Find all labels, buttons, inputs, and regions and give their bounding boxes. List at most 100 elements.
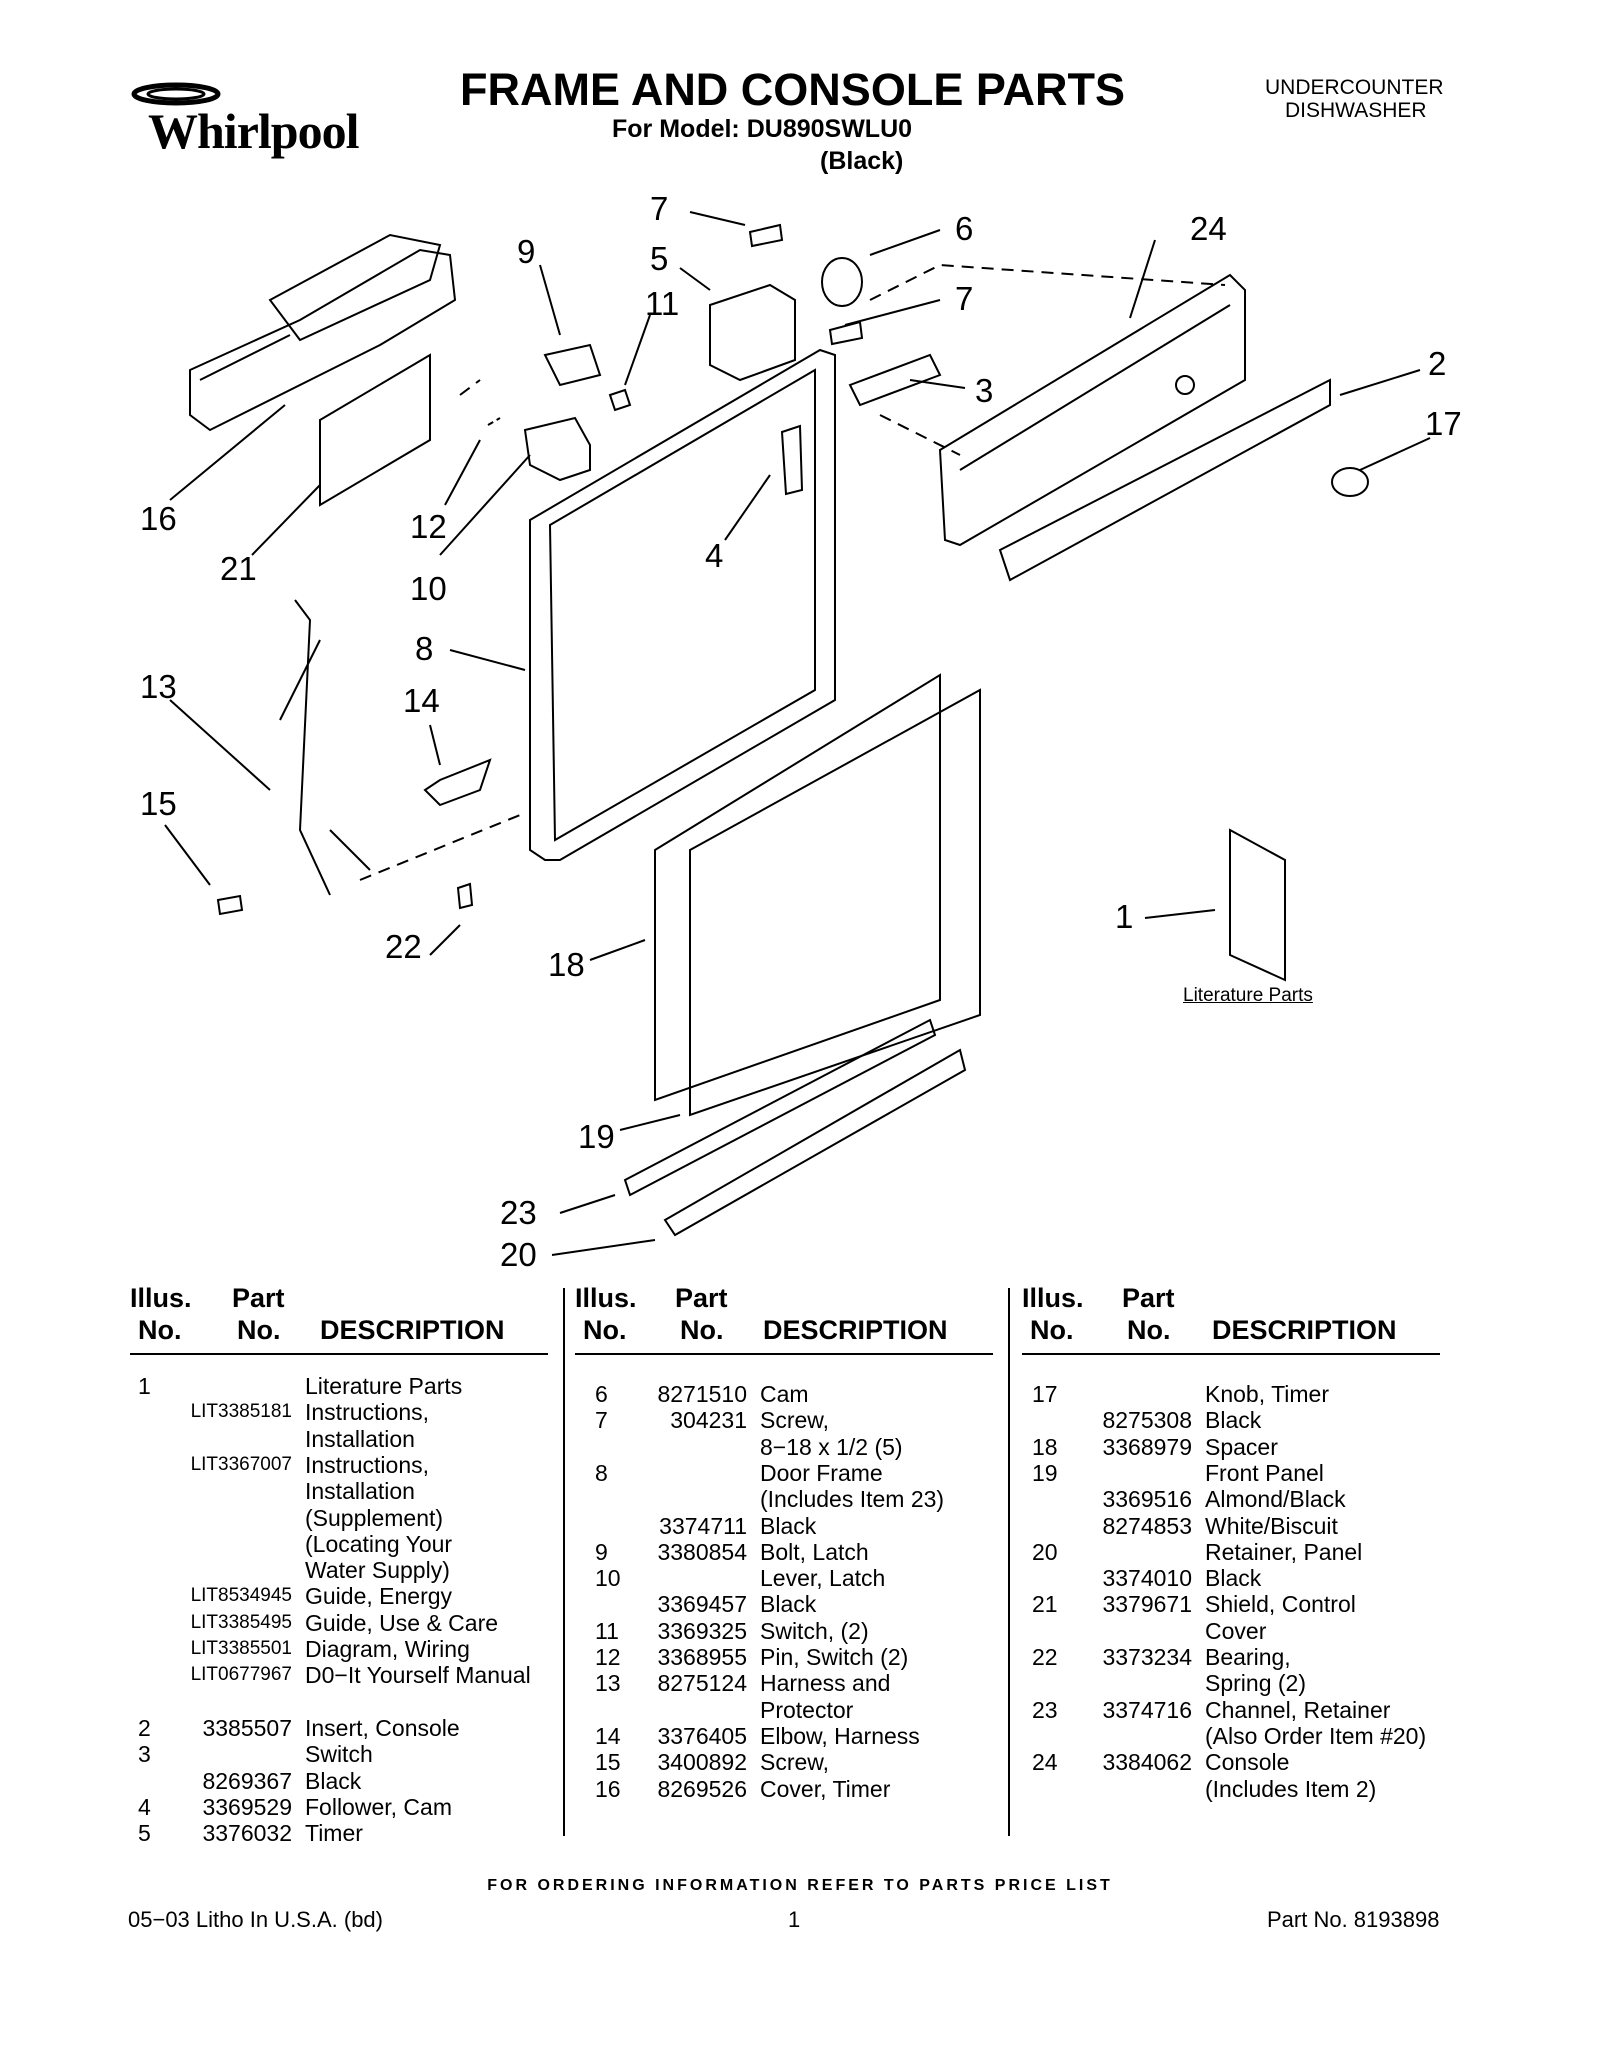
switch-pin-part	[487, 417, 501, 426]
row-illus-no: 19	[1032, 1459, 1058, 1486]
row-part-no: 8269367	[202, 1767, 292, 1794]
callout-7a: 7	[650, 190, 669, 227]
row-description: White/Biscuit	[1205, 1512, 1338, 1539]
callout-7b: 7	[955, 280, 974, 317]
header-rule	[575, 1353, 993, 1355]
row-illus-no: 7	[595, 1407, 608, 1434]
latch-bolt-part	[543, 343, 602, 387]
row-description: Switch, (2)	[760, 1617, 869, 1644]
callout-18: 18	[548, 946, 585, 983]
cam-follower-part	[780, 424, 804, 496]
front-panel-part	[689, 688, 981, 1117]
row-description: (Supplement)	[305, 1504, 444, 1531]
row-illus-no: 21	[1032, 1591, 1058, 1618]
row-part-no: 3374716	[1102, 1696, 1192, 1723]
row-description: Follower, Cam	[305, 1793, 452, 1820]
console-insert-part	[998, 378, 1331, 582]
header-part-label: Part	[232, 1283, 285, 1313]
row-description: Knob, Timer	[1205, 1381, 1329, 1407]
row-illus-no: 1	[138, 1373, 151, 1399]
row-part-no: 3376032	[202, 1820, 292, 1847]
callout-11: 11	[645, 285, 680, 322]
row-description: Retainer, Panel	[1205, 1538, 1363, 1565]
row-part-no: 3368955	[657, 1644, 747, 1670]
literature-booklet-part	[1229, 828, 1286, 982]
row-description: Front Panel	[1205, 1459, 1324, 1486]
row-description: Black	[760, 1512, 817, 1539]
row-description: Harness and	[760, 1670, 891, 1697]
row-illus-no: 20	[1032, 1538, 1058, 1565]
row-description: Water Supply)	[305, 1557, 450, 1584]
brand-name: Whirlpool	[148, 103, 359, 159]
callout-21: 21	[220, 550, 257, 587]
header-part-label: Part	[675, 1283, 728, 1313]
row-illus-no: 3	[138, 1741, 151, 1768]
row-description: Installation	[305, 1478, 415, 1505]
callout-13: 13	[140, 668, 177, 705]
row-description: Cover	[1205, 1617, 1267, 1644]
row-part-no: LIT3385181	[190, 1401, 292, 1423]
row-part-no: 3368979	[1102, 1433, 1192, 1460]
row-description: D0−It Yourself Manual	[305, 1662, 531, 1689]
row-description: Instructions,	[305, 1451, 429, 1478]
row-description: Diagram, Wiring	[305, 1636, 470, 1662]
wiring-harness-part	[279, 599, 371, 896]
row-description: Guide, Energy	[305, 1583, 453, 1610]
header-description: DESCRIPTION	[1212, 1315, 1397, 1345]
cam-part	[821, 257, 863, 307]
retainer-channel-part	[623, 1018, 937, 1197]
row-part-no: 8271510	[657, 1381, 747, 1407]
part-number: Part No. 8193898	[1267, 1907, 1440, 1932]
header-part-no: No.	[680, 1315, 724, 1345]
row-illus-no: 18	[1032, 1433, 1058, 1460]
row-part-no: 3376405	[657, 1722, 747, 1749]
row-illus-no: 11	[595, 1617, 619, 1644]
header-part-no: No.	[237, 1315, 281, 1345]
row-illus-no: 2	[138, 1714, 151, 1741]
callout-12: 12	[410, 508, 447, 545]
spacer-part	[654, 673, 941, 1102]
row-description: Bolt, Latch	[760, 1538, 869, 1565]
callout-23: 23	[500, 1194, 537, 1231]
row-description: Cam	[760, 1381, 809, 1407]
callout-16: 16	[140, 500, 177, 537]
row-description: Spacer	[1205, 1433, 1278, 1460]
row-illus-no: 9	[595, 1538, 608, 1565]
header-rule	[130, 1353, 548, 1355]
callout-5: 5	[650, 240, 669, 277]
row-description: (Includes Item 2)	[1205, 1775, 1377, 1802]
row-description: Black	[305, 1767, 362, 1794]
row-description: Guide, Use & Care	[305, 1609, 499, 1636]
callout-15: 15	[140, 785, 177, 822]
callout-6: 6	[955, 210, 974, 247]
row-description: Screw,	[760, 1407, 830, 1434]
row-description: Literature Parts	[305, 1373, 463, 1399]
header-description: DESCRIPTION	[320, 1315, 505, 1345]
litho-info: 05−03 Litho In U.S.A. (bd)	[128, 1907, 383, 1932]
row-illus-no: 10	[595, 1565, 621, 1592]
page-number: 1	[788, 1907, 801, 1932]
row-part-no: LIT8534945	[190, 1585, 292, 1607]
shield-part	[319, 353, 431, 507]
row-description: Insert, Console	[305, 1714, 460, 1741]
timer-part	[709, 283, 796, 382]
row-part-no: 3379671	[1102, 1591, 1192, 1618]
column-divider	[563, 1288, 565, 1836]
row-description: Almond/Black	[1205, 1486, 1346, 1513]
model-color: (Black)	[820, 147, 904, 175]
leader-lines	[164, 211, 1431, 1256]
row-description: Pin, Switch (2)	[760, 1644, 909, 1670]
door-frame-part	[529, 348, 836, 861]
row-illus-no: 24	[1032, 1749, 1058, 1776]
callout-14: 14	[403, 682, 440, 719]
row-illus-no: 17	[1032, 1381, 1058, 1407]
panel-retainer-part	[663, 1048, 967, 1237]
literature-parts-label: Literature Parts	[1183, 985, 1313, 1006]
row-illus-no: 13	[595, 1670, 621, 1697]
row-description: Protector	[760, 1696, 854, 1723]
callout-17: 17	[1425, 405, 1462, 442]
harness-screw-part	[216, 894, 244, 916]
header-part-no: No.	[1127, 1315, 1171, 1345]
row-illus-no: 12	[595, 1644, 621, 1670]
